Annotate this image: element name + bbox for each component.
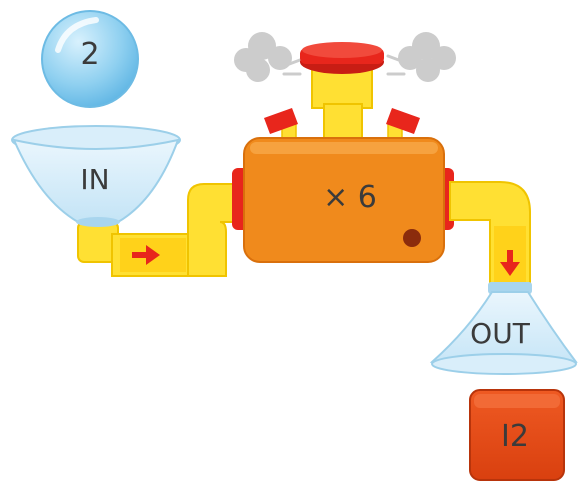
output-funnel-label: OUT: [440, 320, 560, 348]
right-valve-icon: [386, 108, 420, 142]
input-value: 2: [45, 40, 135, 70]
input-funnel-label: IN: [50, 166, 140, 194]
machine-operation: × 6: [295, 183, 405, 213]
output-pipe: [450, 182, 530, 288]
steam-left-icon: [234, 32, 300, 82]
output-value: I2: [470, 422, 560, 452]
steam-right-icon: [388, 32, 456, 82]
machine-chimney: [300, 42, 384, 144]
left-valve-icon: [264, 108, 298, 142]
